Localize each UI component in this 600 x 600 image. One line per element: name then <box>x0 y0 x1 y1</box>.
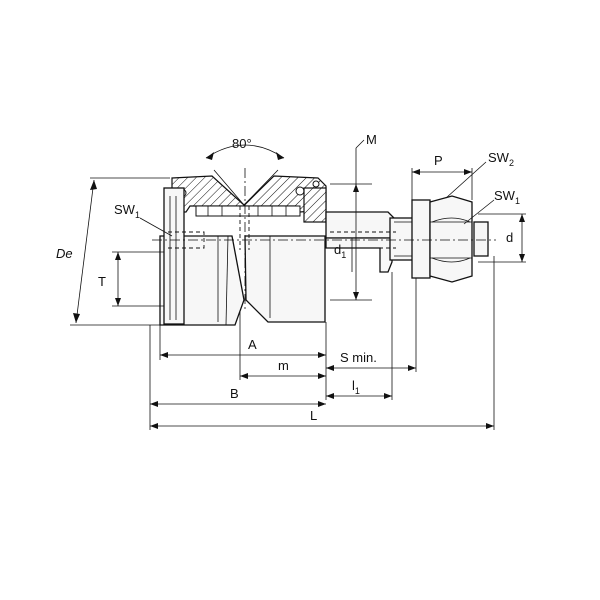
stud-tip <box>473 221 489 257</box>
washer <box>411 199 431 279</box>
stud-collar <box>325 211 397 239</box>
outer-ring-right-half <box>244 235 326 323</box>
l1-label: l1 <box>352 378 360 396</box>
lube-channel <box>168 231 205 249</box>
a-label: A <box>248 337 257 352</box>
sw1-right-label: SW1 <box>494 188 520 206</box>
bearing-section <box>163 187 327 325</box>
dimension-lines <box>70 139 526 430</box>
m-label: m <box>278 358 289 373</box>
t-label: T <box>98 274 106 289</box>
thrust-washer-hatched <box>303 187 327 223</box>
sw2-label: SW2 <box>488 150 514 168</box>
nut-assembly <box>411 195 473 283</box>
seal-ring-right <box>295 186 305 196</box>
tyre-section <box>171 175 327 213</box>
p-label: P <box>434 153 443 168</box>
centre-lines <box>152 168 496 312</box>
hex-nut <box>429 195 473 283</box>
de-label: De <box>56 246 73 261</box>
l-label: L <box>310 408 317 423</box>
seal-ring-right-2 <box>312 180 320 188</box>
s-min-label: S min. <box>340 350 377 365</box>
d-label: d <box>506 230 513 245</box>
angle-label: 80° <box>232 136 252 151</box>
labels: 80° M P SW2 SW1 SW1 De T d1 d A m S min.… <box>56 132 520 423</box>
needle-row <box>195 205 301 217</box>
b-label: B <box>230 386 239 401</box>
d1-label: d1 <box>334 242 346 260</box>
sw1-left-label: SW1 <box>114 202 140 220</box>
m-top-label: M <box>366 132 377 147</box>
left-flange <box>163 187 185 325</box>
outer-ring <box>159 235 326 326</box>
